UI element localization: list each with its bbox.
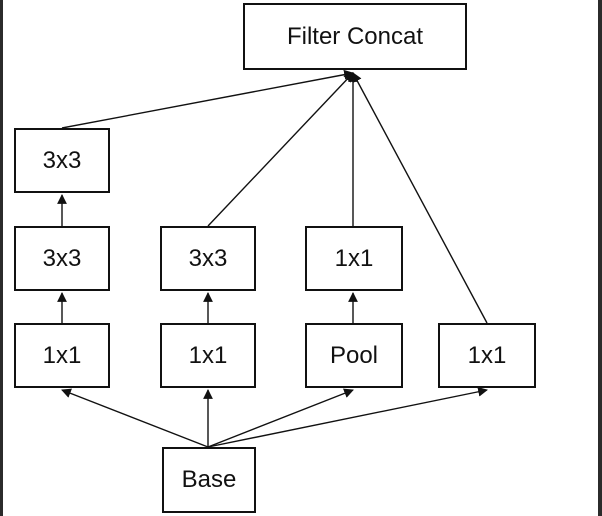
node-c-pool: Pool: [305, 323, 403, 388]
node-label: 1x1: [334, 244, 374, 272]
node-c-1x1: 1x1: [305, 226, 403, 291]
node-filter-concat: Filter Concat: [243, 3, 467, 70]
node-b-1x1: 1x1: [160, 323, 256, 388]
arrow-base-to-a-1x1: [61, 388, 209, 448]
node-label: 3x3: [42, 146, 82, 174]
node-label: 1x1: [188, 341, 228, 369]
arrow-base-to-c-pool: [207, 388, 354, 448]
node-a-3x3-mid: 3x3: [14, 226, 110, 291]
node-a-1x1: 1x1: [14, 323, 110, 388]
arrow-a-3x3-top-to-filter-concat: [61, 69, 354, 129]
window-edge-right: [598, 0, 602, 516]
node-label: Pool: [329, 341, 379, 369]
node-label: 3x3: [42, 244, 82, 272]
arrow-base-to-d-1x1: [207, 386, 488, 448]
arrow-d-1x1-to-filter-concat: [352, 72, 488, 324]
node-d-1x1: 1x1: [438, 323, 536, 388]
node-label: 1x1: [42, 341, 82, 369]
node-label: Base: [181, 466, 237, 493]
node-base: Base: [162, 447, 256, 513]
node-label: 3x3: [188, 244, 228, 272]
node-a-3x3-top: 3x3: [14, 128, 110, 193]
node-label: Filter Concat: [286, 22, 424, 50]
window-edge-left: [0, 0, 3, 516]
node-b-3x3: 3x3: [160, 226, 256, 291]
node-label: 1x1: [467, 341, 507, 369]
arrow-b-3x3-to-filter-concat: [207, 72, 354, 227]
